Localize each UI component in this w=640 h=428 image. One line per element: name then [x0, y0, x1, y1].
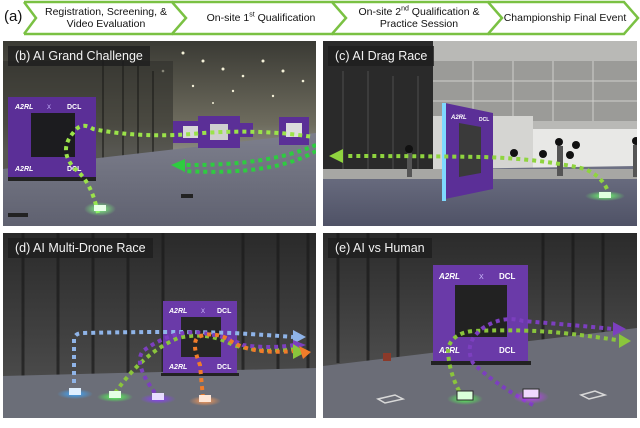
gate-a2rl-dcl: A2RL X DCL A2RL DCL: [8, 97, 96, 181]
svg-text:A2RL: A2RL: [168, 364, 187, 371]
drag-race-photo: A2RL DCL: [323, 41, 637, 226]
trajectory-paths: [72, 330, 296, 399]
timeline-step-first-qualification: On-site 1st Qualification: [206, 11, 316, 25]
timeline-stages: (a) Registration, Screening, &Video Eval…: [0, 0, 640, 36]
trajectory-paths: [445, 317, 624, 407]
panel-ai-vs-human: A2RL X DCL A2RL DCL (e) AI vs Human: [323, 233, 637, 418]
drone: [94, 205, 106, 211]
gate-a2rl-dcl: A2RL DCL: [442, 103, 493, 201]
svg-text:X: X: [201, 309, 205, 315]
gate-a2rl-dcl: A2RL X DCL A2RL DCL: [431, 265, 531, 365]
panel-ai-grand-challenge: A2RL X DCL A2RL DCL (b) AI Grand Challen…: [3, 41, 316, 226]
panel-label-d: (d) AI Multi-Drone Race: [8, 238, 153, 258]
multi-drone-race-photo: A2RL X DCL A2RL DCL: [3, 233, 316, 418]
ai-vs-human-photo: A2RL X DCL A2RL DCL: [323, 233, 637, 418]
timeline-step-second-qualification: On-site 2nd Qualification &Practice Sess…: [358, 5, 480, 31]
trajectory-path: [344, 154, 609, 190]
svg-text:A2RL: A2RL: [168, 308, 187, 315]
svg-text:DCL: DCL: [479, 117, 489, 123]
panel-label-b: (b) AI Grand Challenge: [8, 46, 150, 66]
panel-label-e: (e) AI vs Human: [328, 238, 432, 258]
svg-text:A2RL: A2RL: [438, 272, 460, 281]
svg-text:DCL: DCL: [67, 104, 82, 111]
svg-text:X: X: [479, 274, 484, 281]
drones: [447, 388, 549, 405]
drones: [57, 388, 221, 406]
svg-text:A2RL: A2RL: [14, 166, 33, 173]
svg-text:DCL: DCL: [217, 308, 232, 315]
panel-label-c: (c) AI Drag Race: [328, 46, 435, 66]
panel-ai-drag-race: A2RL DCL (c) AI Drag Race: [323, 41, 637, 226]
svg-text:DCL: DCL: [499, 272, 516, 281]
panel-label-a: (a): [4, 8, 23, 25]
svg-text:DCL: DCL: [499, 346, 516, 355]
svg-text:X: X: [47, 105, 51, 111]
trajectory-paths: [64, 123, 316, 214]
timeline-chevrons: [23, 0, 640, 36]
timeline-step-championship-final: Championship Final Event: [503, 12, 627, 24]
drone: [599, 192, 611, 198]
svg-text:A2RL: A2RL: [450, 115, 467, 121]
svg-text:DCL: DCL: [217, 364, 232, 371]
timeline-step-registration: Registration, Screening, &Video Evaluati…: [45, 6, 167, 30]
spectators: [405, 137, 637, 159]
grand-challenge-photo: A2RL X DCL A2RL DCL: [3, 41, 316, 226]
panel-ai-multi-drone-race: A2RL X DCL A2RL DCL (d) AI Multi-Drone R…: [3, 233, 316, 418]
svg-text:A2RL: A2RL: [14, 104, 33, 111]
